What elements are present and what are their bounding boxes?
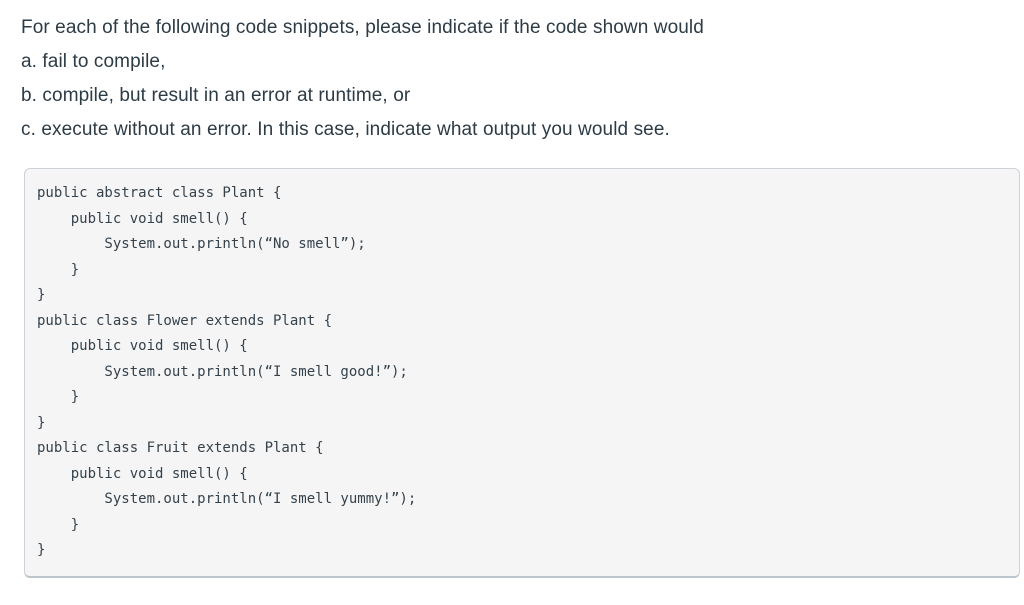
code-line: }	[37, 542, 46, 558]
code-line: System.out.println(“I smell good!”);	[37, 363, 408, 380]
code-line: }	[37, 287, 46, 303]
code-block: public abstract class Plant { public voi…	[24, 168, 1020, 578]
code-line: public class Flower extends Plant {	[37, 312, 333, 329]
code-line: public abstract class Plant {	[37, 185, 282, 201]
question-line: b. compile, but result in an error at ru…	[21, 85, 411, 106]
code-line: public void smell() {	[37, 210, 248, 227]
code-line: public void smell() {	[37, 338, 248, 354]
code-line: }	[37, 516, 80, 533]
question-line: c. execute without an error. In this cas…	[21, 119, 670, 140]
question-line: For each of the following code snippets,…	[21, 17, 704, 38]
code-line: System.out.println(“No smell”);	[37, 236, 366, 252]
code-line: }	[37, 261, 80, 278]
code-line: public void smell() {	[37, 465, 248, 482]
code-line: }	[37, 389, 80, 405]
code-line: System.out.println(“I smell yummy!”);	[37, 491, 417, 507]
code-line: }	[37, 414, 46, 431]
question-text: For each of the following code snippets,…	[21, 11, 1001, 147]
question-line: a. fail to compile,	[21, 51, 166, 72]
code-line: public class Fruit extends Plant {	[37, 440, 324, 456]
